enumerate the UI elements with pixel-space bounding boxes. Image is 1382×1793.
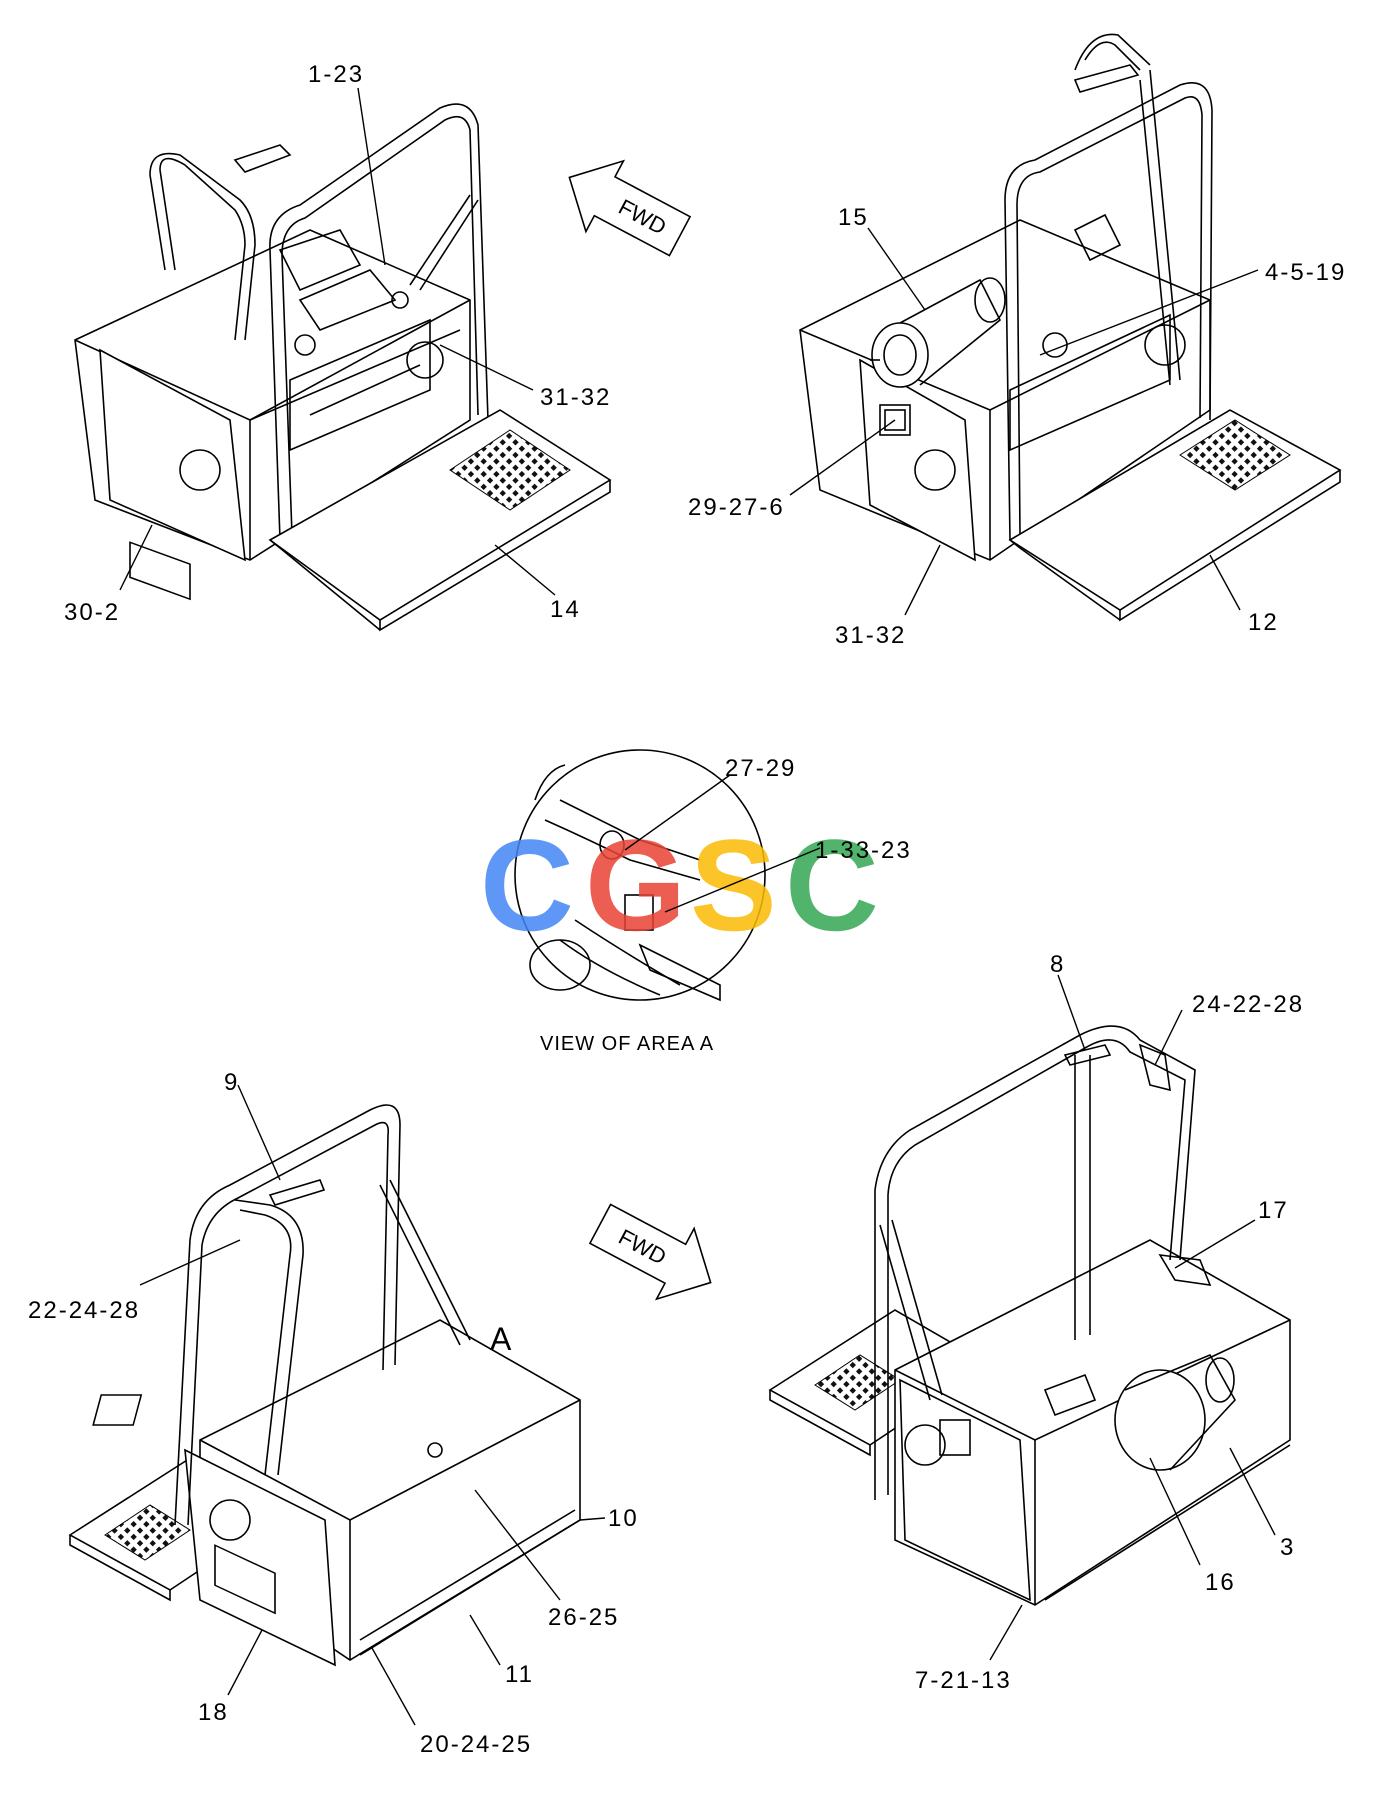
callout-br-5: 16 xyxy=(1205,1569,1236,1596)
area-marker-a: A xyxy=(490,1321,512,1357)
callout-tl-2: 31-32 xyxy=(540,384,611,411)
callout-bl-3: 10 xyxy=(608,1505,639,1532)
assembly-top-right xyxy=(799,33,1342,622)
callout-tl-3: 14 xyxy=(550,596,581,623)
callout-br-6: 7-21-13 xyxy=(915,1667,1012,1694)
callout-br-2: 24-22-28 xyxy=(1192,991,1304,1018)
callout-bl-5: 11 xyxy=(505,1661,534,1688)
callout-tl-1: 1-23 xyxy=(308,61,364,88)
watermark-letter-g: G xyxy=(585,812,686,958)
detail-view-area-a xyxy=(514,749,766,1002)
fwd-arrow-bottom: FWD xyxy=(588,1203,712,1301)
callout-tl-4: 30-2 xyxy=(64,599,120,626)
callout-bl-7: 20-24-25 xyxy=(420,1731,532,1758)
callout-tr-2: 4-5-19 xyxy=(1265,259,1346,286)
assembly-top-left xyxy=(74,103,612,632)
callout-tr-5: 12 xyxy=(1248,609,1279,636)
assembly-bottom-left: A xyxy=(68,1104,581,1667)
callout-mid-1: 27-29 xyxy=(725,755,796,782)
watermark-logo: C G S C xyxy=(480,812,879,958)
detail-caption: VIEW OF AREA A xyxy=(540,1033,714,1055)
fwd-arrow-top: FWD xyxy=(568,159,692,257)
callout-bl-2: 22-24-28 xyxy=(28,1297,140,1324)
callout-bl-1: 9 xyxy=(224,1069,239,1096)
callout-mid-2: 1-33-23 xyxy=(815,837,912,864)
watermark-letter-s: S xyxy=(690,812,777,958)
callout-labels: 1-23 31-32 14 30-2 15 4-5-19 29-27-6 31-… xyxy=(28,61,1346,1758)
callout-tr-4: 31-32 xyxy=(835,622,906,649)
assembly-bottom-right xyxy=(768,1025,1291,1606)
callout-tr-1: 15 xyxy=(838,204,869,231)
watermark-letter-c1: C xyxy=(480,812,574,958)
callout-br-3: 17 xyxy=(1258,1197,1289,1224)
watermark-letter-c2: C xyxy=(785,812,879,958)
callout-br-4: 3 xyxy=(1280,1534,1295,1561)
callout-tr-3: 29-27-6 xyxy=(688,494,785,521)
callout-br-1: 8 xyxy=(1050,951,1065,978)
callout-bl-4: 26-25 xyxy=(548,1604,619,1631)
callout-bl-6: 18 xyxy=(198,1699,229,1726)
leader-lines xyxy=(119,87,1276,1726)
